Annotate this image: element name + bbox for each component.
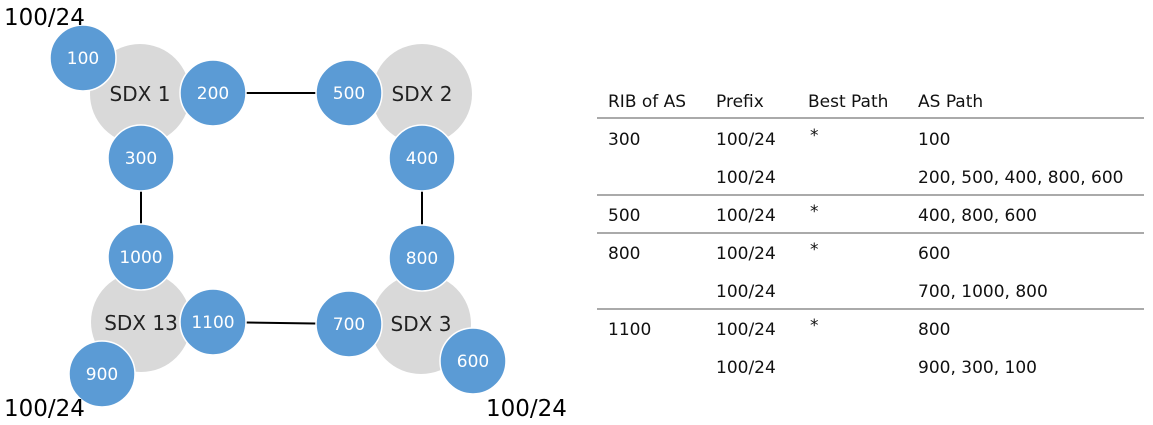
sdx-label: SDX 1 [110, 82, 171, 106]
as-label: 900 [86, 365, 118, 385]
as-node-800: 800 [388, 224, 456, 292]
prefix-as600-label: 100/24 [486, 396, 567, 422]
sdx-circle [90, 44, 190, 144]
as-circle [107, 223, 175, 291]
prefix-layer: 100/24 100/24 100/24 [4, 5, 567, 422]
table-row: 100/24 700, 1000, 800 [716, 282, 1048, 302]
rib-as-cell: 500 [608, 206, 640, 226]
prefix-as100-label: 100/24 [4, 5, 85, 31]
as-layer: 100 200 300 500 400 800 1000 1100 700 900 600 [49, 24, 507, 408]
rib-header-3: AS Path [918, 92, 983, 112]
as-node-400: 400 [388, 124, 456, 192]
as-circle [315, 290, 383, 358]
rib-prefix-cell: 100/24 [716, 168, 776, 188]
as-label: 300 [125, 149, 157, 169]
rib-prefix-cell: 100/24 [716, 282, 776, 302]
as-label: 200 [197, 84, 229, 104]
rib-group-as-300: 300 100/24 * 100 100/24 200, 500, 400, 800, 6… [608, 126, 1123, 188]
as-label: 600 [457, 352, 489, 372]
rib-best-cell: * [810, 240, 819, 260]
rib-best-cell: * [810, 316, 819, 336]
rib-path-cell: 700, 1000, 800 [918, 282, 1048, 302]
sdx-label: SDX 3 [391, 312, 452, 336]
sdx-layer: SDX 1 SDX 2 SDX 13 SDX 3 [90, 44, 472, 374]
rib-path-cell: 400, 800, 600 [918, 206, 1037, 226]
as-node-600: 600 [439, 327, 507, 395]
table-row: 500 100/24 * 400, 800, 600 [608, 202, 1037, 226]
table-row: 100/24 200, 500, 400, 800, 600 [716, 168, 1123, 188]
as-label: 700 [333, 315, 365, 335]
as-node-300: 300 [107, 124, 175, 192]
as-node-500: 500 [315, 59, 383, 127]
rib-header-0: RIB of AS [608, 92, 686, 112]
sdx-node-sdx2: SDX 2 [372, 44, 472, 144]
rib-group-as-500: 500 100/24 * 400, 800, 600 [608, 202, 1037, 226]
rib-prefix-cell: 100/24 [716, 244, 776, 264]
rib-prefix-cell: 100/24 [716, 130, 776, 150]
sdx-node-sdx1: SDX 1 [90, 44, 190, 144]
as-node-1000: 1000 [107, 223, 175, 291]
as-node-900: 900 [68, 340, 136, 408]
as-label: 400 [406, 149, 438, 169]
table-row: 100/24 900, 300, 100 [716, 358, 1037, 378]
rib-best-cell: * [810, 202, 819, 222]
table-row: 1100 100/24 * 800 [608, 316, 950, 340]
as-node-1100: 1100 [179, 288, 247, 356]
sdx-circle [372, 44, 472, 144]
as-label: 1100 [191, 313, 234, 333]
rib-best-cell: * [810, 126, 819, 146]
rib-as-cell: 800 [608, 244, 640, 264]
rib-as-cell: 300 [608, 130, 640, 150]
rib-prefix-cell: 100/24 [716, 320, 776, 340]
rib-path-cell: 200, 500, 400, 800, 600 [918, 168, 1123, 188]
as-node-200: 200 [179, 59, 247, 127]
rib-group-as-800: 800 100/24 * 600 100/24 700, 1000, 800 [608, 240, 1048, 302]
as-circle [49, 24, 117, 92]
rib-path-cell: 600 [918, 244, 950, 264]
table-row: 300 100/24 * 100 [608, 126, 950, 150]
as-circle [179, 59, 247, 127]
as-label: 800 [406, 249, 438, 269]
links-layer [140, 92, 423, 325]
as-circle [68, 340, 136, 408]
table-row: 800 100/24 * 600 [608, 240, 950, 264]
rib-table: RIB of AS Prefix Best Path AS Path 300 100/24… [597, 92, 1144, 378]
rib-path-cell: 900, 300, 100 [918, 358, 1037, 378]
as-label: 100 [67, 49, 99, 69]
sdx-label: SDX 2 [392, 82, 453, 106]
rib-header-1: Prefix [716, 92, 764, 112]
rib-prefix-cell: 100/24 [716, 358, 776, 378]
rib-group-as-1100: 1100 100/24 * 800 100/24 900, 300, 100 [608, 316, 1037, 378]
as-label: 500 [333, 84, 365, 104]
prefix-as900-label: 100/24 [4, 396, 85, 422]
rib-as-cell: 1100 [608, 320, 651, 340]
as-label: 1000 [119, 248, 162, 268]
rib-prefix-cell: 100/24 [716, 206, 776, 226]
as-node-100: 100 [49, 24, 117, 92]
as-circle [315, 59, 383, 127]
rib-path-cell: 100 [918, 130, 950, 150]
as-circle [388, 224, 456, 292]
as-circle [439, 327, 507, 395]
rib-header-2: Best Path [808, 92, 888, 112]
as-circle [179, 288, 247, 356]
rib-path-cell: 800 [918, 320, 950, 340]
as-circle [388, 124, 456, 192]
as-circle [107, 124, 175, 192]
as-node-700: 700 [315, 290, 383, 358]
sdx-label: SDX 13 [104, 311, 178, 335]
